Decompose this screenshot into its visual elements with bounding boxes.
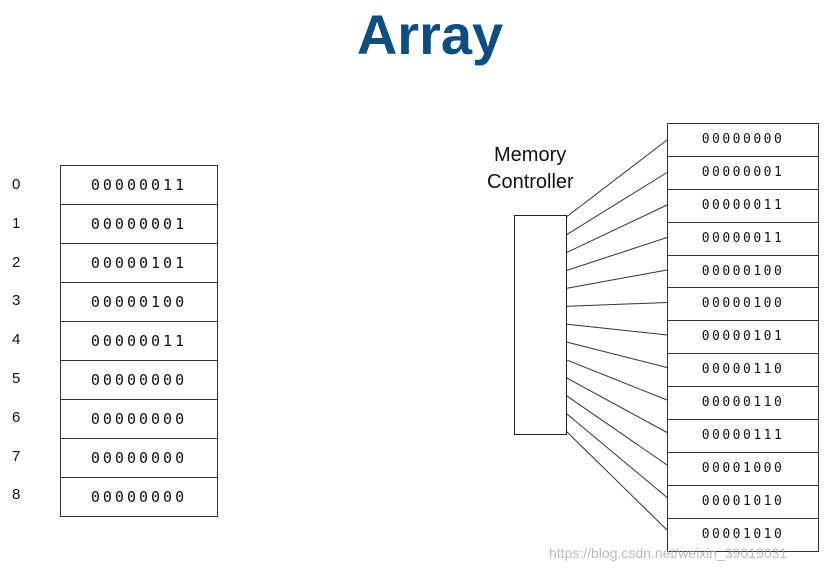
bus-wire (564, 237, 668, 272)
bus-wire (564, 269, 668, 290)
memory-cell: 00000100 (667, 255, 819, 289)
array-index-label: 0 (12, 176, 21, 193)
array-index-label: 3 (12, 292, 21, 310)
watermark-text: https://blog.csdn.net/weixin_39019031 (549, 545, 788, 561)
array-index-label: 8 (12, 486, 21, 504)
array-index-label: 2 (12, 253, 21, 271)
memory-cell: 00001010 (667, 485, 819, 519)
bus-wire (564, 376, 668, 433)
page-title: Array (356, 3, 504, 66)
memory-cell: 00000101 (667, 321, 819, 355)
controller-label-line2: Controller (487, 171, 574, 193)
bus-wire (564, 394, 668, 466)
bus-wire (564, 341, 668, 368)
array-index-label: 7 (12, 447, 21, 465)
memory-cell: 00000110 (667, 387, 819, 421)
memory-cell: 00000000 (667, 124, 819, 157)
array-cell: 00000000 (60, 400, 218, 439)
array-cell: 00000000 (60, 478, 218, 517)
memory-cell: 00000110 (667, 354, 819, 388)
array-cell: 00000000 (60, 439, 218, 478)
array-cell: 00000011 (60, 166, 218, 205)
memory-cell: 00000001 (667, 156, 819, 190)
controller-label-line1: Memory (494, 144, 567, 166)
bus-wire (564, 204, 668, 254)
memory-cell: 00001000 (667, 452, 819, 486)
bus-wire (564, 302, 668, 307)
memory-cell: 00000100 (667, 288, 819, 322)
array-cell: 00000100 (60, 283, 218, 322)
array-cell: 00000000 (60, 361, 218, 400)
array-index-label: 1 (12, 214, 21, 232)
array-cell: 00000001 (60, 205, 218, 244)
array-index-label: 4 (12, 331, 21, 349)
memory-cell: 00000011 (667, 189, 819, 223)
array-cell: 00000011 (60, 322, 218, 361)
bus-wire (564, 139, 668, 219)
memory-cell: 00000011 (667, 222, 819, 256)
array-index-label: 5 (12, 370, 21, 387)
memory-controller-box (514, 215, 567, 435)
array-cell: 00000101 (60, 244, 218, 283)
memory-cell: 00000111 (667, 420, 819, 453)
bus-wire (564, 429, 668, 531)
bus-wire (564, 172, 668, 237)
bus-wire (564, 358, 668, 401)
bus-wire (564, 323, 668, 336)
bus-wire (564, 411, 668, 498)
array-index-label: 6 (12, 408, 21, 426)
memory-cell: 00001010 (667, 518, 819, 552)
